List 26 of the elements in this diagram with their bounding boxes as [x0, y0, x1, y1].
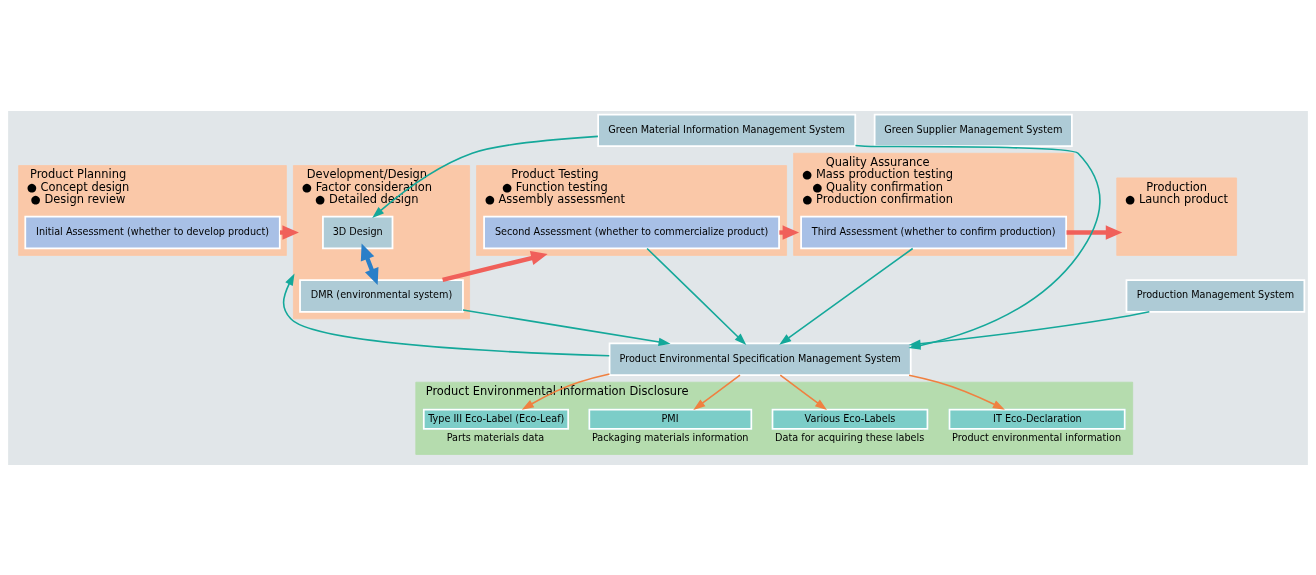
node-box: Product Environmental Specification Management System	[608, 342, 912, 376]
node-box: Third Assessment (whether to confirm production)	[800, 215, 1068, 249]
arrow	[908, 373, 1005, 410]
node-label: Data for acquiring these labels	[775, 431, 925, 443]
arrow	[282, 272, 611, 357]
node-box: Second Assessment (whether to commercialize product)	[483, 215, 780, 249]
arrow	[779, 373, 827, 410]
node-box: Production Management System	[1125, 278, 1306, 313]
arrow	[372, 135, 599, 218]
node-box: Green Supplier Management System	[873, 113, 1073, 147]
arrow	[462, 308, 671, 346]
node-box: DMR (environmental system)	[299, 278, 464, 313]
arrow	[779, 247, 914, 345]
node-label: Parts materials data	[446, 431, 545, 443]
arrow	[646, 247, 747, 345]
arrow	[442, 250, 548, 282]
arrow	[693, 373, 741, 410]
node-box: Production ● Launch product	[1116, 177, 1237, 256]
arrow	[360, 243, 379, 285]
node-box: 3D Design	[322, 215, 394, 249]
node-label: Packaging materials information	[591, 431, 749, 443]
arrow	[1066, 224, 1123, 240]
node-box: Green Material Information Management System	[597, 113, 857, 147]
node-box: Initial Assessment (whether to develop product)	[24, 215, 281, 249]
arrow	[521, 372, 611, 410]
node-label: Product environmental information	[952, 431, 1122, 443]
